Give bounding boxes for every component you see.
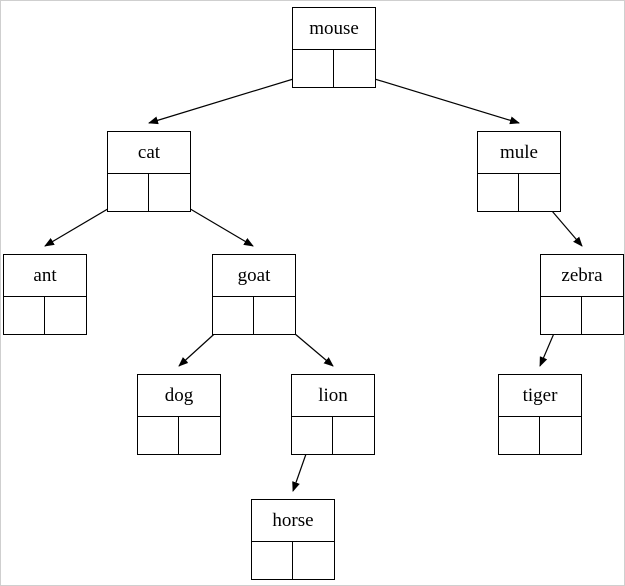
right-pointer-cell-goat[interactable]	[254, 297, 295, 334]
tree-node-zebra[interactable]: zebra	[540, 254, 624, 335]
edge-mouse-to-mule	[354, 72, 520, 125]
tree-node-cat[interactable]: cat	[107, 131, 191, 212]
right-pointer-cell-ant[interactable]	[45, 297, 86, 334]
right-pointer-cell-mouse[interactable]	[334, 50, 375, 87]
left-pointer-cell-horse[interactable]	[252, 542, 293, 579]
node-label-ant: ant	[4, 255, 86, 297]
node-label-horse: horse	[252, 500, 334, 542]
node-label-goat: goat	[213, 255, 295, 297]
right-pointer-cell-zebra[interactable]	[582, 297, 623, 334]
right-pointer-cell-dog[interactable]	[179, 417, 220, 454]
node-label-cat: cat	[108, 132, 190, 174]
tree-node-mule[interactable]: mule	[477, 131, 561, 212]
left-pointer-cell-lion[interactable]	[292, 417, 333, 454]
tree-node-tiger[interactable]: tiger	[498, 374, 582, 455]
tree-node-ant[interactable]: ant	[3, 254, 87, 335]
node-label-lion: lion	[292, 375, 374, 417]
node-pointers-lion	[292, 417, 374, 454]
node-pointers-zebra	[541, 297, 623, 334]
tree-node-mouse[interactable]: mouse	[292, 7, 376, 88]
right-pointer-cell-tiger[interactable]	[540, 417, 581, 454]
node-pointers-horse	[252, 542, 334, 579]
left-pointer-cell-mule[interactable]	[478, 174, 519, 211]
tree-node-goat[interactable]: goat	[212, 254, 296, 335]
node-pointers-cat	[108, 174, 190, 211]
node-label-zebra: zebra	[541, 255, 623, 297]
node-pointers-goat	[213, 297, 295, 334]
node-label-tiger: tiger	[499, 375, 581, 417]
tree-node-horse[interactable]: horse	[251, 499, 335, 580]
node-pointers-mouse	[293, 50, 375, 87]
edge-mouse-to-cat	[148, 72, 314, 125]
right-pointer-cell-cat[interactable]	[149, 174, 190, 211]
node-label-dog: dog	[138, 375, 220, 417]
node-label-mouse: mouse	[293, 8, 375, 50]
node-pointers-ant	[4, 297, 86, 334]
node-pointers-tiger	[499, 417, 581, 454]
tree-node-lion[interactable]: lion	[291, 374, 375, 455]
right-pointer-cell-mule[interactable]	[519, 174, 560, 211]
left-pointer-cell-cat[interactable]	[108, 174, 149, 211]
node-pointers-dog	[138, 417, 220, 454]
node-pointers-mule	[478, 174, 560, 211]
left-pointer-cell-ant[interactable]	[4, 297, 45, 334]
left-pointer-cell-tiger[interactable]	[499, 417, 540, 454]
right-pointer-cell-lion[interactable]	[333, 417, 374, 454]
left-pointer-cell-zebra[interactable]	[541, 297, 582, 334]
left-pointer-cell-dog[interactable]	[138, 417, 179, 454]
node-label-mule: mule	[478, 132, 560, 174]
left-pointer-cell-goat[interactable]	[213, 297, 254, 334]
left-pointer-cell-mouse[interactable]	[293, 50, 334, 87]
tree-node-dog[interactable]: dog	[137, 374, 221, 455]
right-pointer-cell-horse[interactable]	[293, 542, 334, 579]
